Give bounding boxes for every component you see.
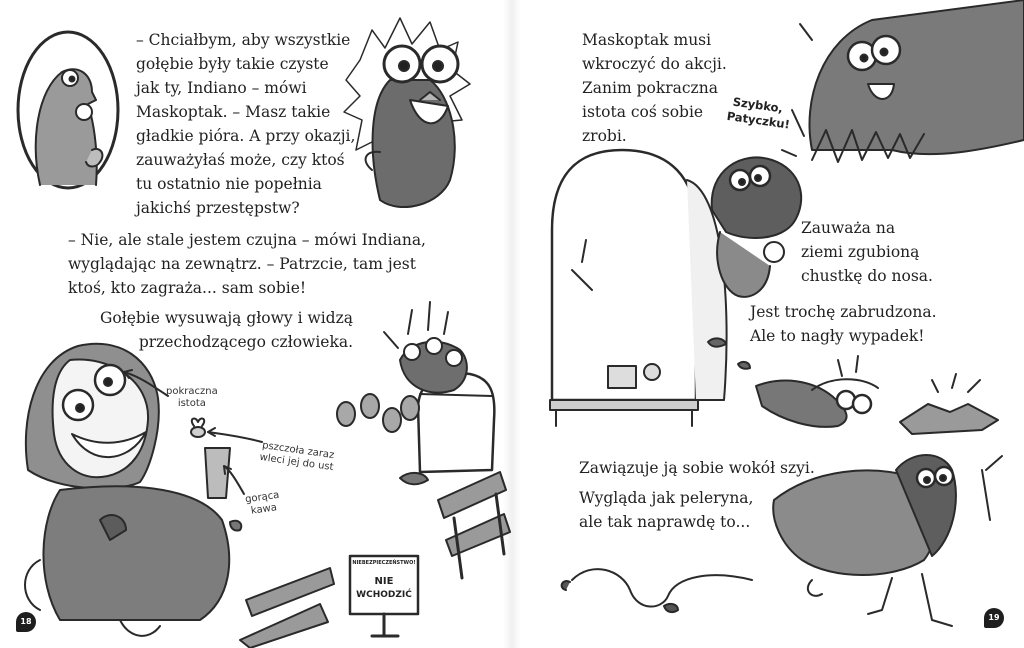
mailbox-with-pigeons-illustration (383, 301, 496, 474)
text-line: Wygląda jak peleryna, (579, 489, 754, 507)
text-line: Zanim pokraczna (582, 79, 718, 97)
text-line: istota coś sobie (582, 103, 704, 121)
right-page-illustrations (549, 0, 1024, 627)
right-page: Maskoptak musi wkroczyć do akcji. Zanim … (512, 0, 1024, 648)
story-paragraph: – Chciałbym, aby wszystkie gołębie były … (136, 28, 355, 220)
text-line: ziemi zgubioną (801, 243, 920, 261)
text-line: chustkę do nosa. (801, 267, 933, 285)
text-line: Maskoptak. – Masz takie (136, 103, 331, 121)
book-gutter (503, 0, 521, 648)
pigeon-hanging-illustration (710, 156, 803, 298)
page-number: 18 (16, 612, 36, 632)
story-paragraph: Jest trochę zabrudzona. Ale to nagły wyp… (750, 300, 937, 348)
text-line: Zauważa na (801, 219, 896, 237)
label-line: pokraczna (166, 386, 218, 397)
text-line: zrobi. (582, 127, 627, 145)
text-line: wkroczyć do akcji. (582, 55, 727, 73)
door-arch-illustration (549, 148, 728, 427)
text-line: ale tak naprawdę to... (579, 513, 751, 531)
label-coffee: gorąca kawa (244, 490, 281, 519)
text-line: przechodzącego człowieka. (138, 333, 354, 351)
woman-with-coffee-illustration (24, 342, 231, 637)
left-page-illustrations (16, 17, 511, 648)
text-line: jakichś przestępstw? (136, 199, 300, 217)
text-line: gołębie były takie czyste (136, 55, 329, 73)
pigeon-with-glasses-illustration (343, 17, 471, 209)
text-line: tu ostatnio nie popełnia (136, 175, 322, 193)
label-line: istota (177, 398, 206, 409)
sign-top-text: NIEBEZPIECZEŃSTWO! (352, 560, 416, 566)
sign-line-1: NIE (374, 576, 394, 587)
text-line: Ale to nagły wypadek! (750, 327, 925, 345)
bee-illustration (190, 417, 206, 438)
story-paragraph: Zauważa na ziemi zgubioną chustkę do nos… (801, 216, 933, 288)
story-paragraph: Maskoptak musi wkroczyć do akcji. Zanim … (582, 28, 727, 148)
story-paragraph: Gołębie wysuwają głowy i widzą przechodz… (100, 306, 353, 354)
handkerchief-illustration (899, 373, 999, 435)
text-line: gładkie pióra. A przy okazji, (136, 127, 356, 145)
pigeons-bursting-illustration (781, 0, 1024, 163)
swirl-trail (571, 568, 753, 608)
text-line: Maskoptak musi (582, 31, 712, 49)
story-paragraph: – Nie, ale stale jestem czujna – mówi In… (68, 228, 426, 300)
sign-line-2: WCHODZIĆ (356, 590, 412, 600)
pigeon-lying-illustration (755, 355, 879, 428)
text-line: ktoś, kto zagraża... sam sobie! (68, 279, 307, 297)
pigeon-window-illustration (16, 30, 120, 190)
caped-pigeon-illustration (772, 454, 1003, 627)
text-line: – Nie, ale stale jestem czujna – mówi In… (68, 231, 426, 249)
arrow-to-bee (207, 431, 263, 443)
left-page: – Chciałbym, aby wszystkie gołębie były … (16, 17, 511, 648)
small-pigeons-illustration (336, 393, 420, 433)
text-line: Gołębie wysuwają głowy i widzą (100, 309, 354, 327)
label-creature: pokraczna istota (166, 386, 218, 410)
barrier-fence-illustration (239, 471, 511, 648)
page-number: 19 (984, 608, 1004, 628)
text-line: jak ty, Indiano – mówi (136, 79, 307, 97)
text-line: Zawiązuje ją sobie wokół szyi. (579, 459, 815, 477)
text-line: – Chciałbym, aby wszystkie (136, 31, 351, 49)
story-paragraph: Wygląda jak peleryna, ale tak naprawdę t… (579, 486, 753, 534)
text-line: Jest trochę zabrudzona. (750, 303, 937, 321)
story-paragraph: Zawiązuje ją sobie wokół szyi. (579, 456, 815, 480)
text-line: zauważyłaś może, czy ktoś (136, 151, 345, 169)
text-line: wyglądając na zewnątrz. – Patrzcie, tam … (68, 255, 416, 273)
arrow-to-creature (123, 371, 169, 397)
